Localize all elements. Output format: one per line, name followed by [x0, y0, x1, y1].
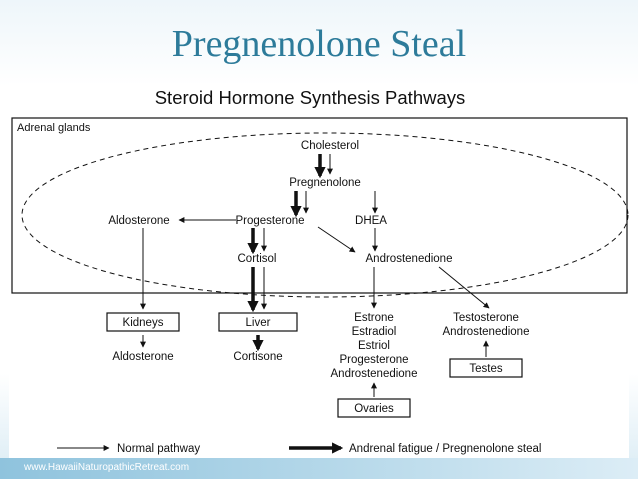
- pathway-diagram: Steroid Hormone Synthesis Pathways Adren…: [11, 87, 629, 455]
- footer-band: [0, 458, 638, 479]
- node-progesterone: Progesterone: [235, 215, 304, 227]
- pathway-figure: Steroid Hormone Synthesis Pathways Adren…: [9, 83, 629, 458]
- node-liver: Liver: [246, 317, 271, 329]
- arrow-progesterone-androstenedione: [317, 226, 356, 253]
- legend-steal-label: Andrenal fatigue / Pregnenolone steal: [349, 443, 541, 455]
- node-ovaries: Ovaries: [354, 403, 394, 415]
- node-cortisone: Cortisone: [233, 351, 282, 363]
- kidneys-box: [106, 312, 180, 332]
- node-aldosterone-out: Aldosterone: [112, 351, 173, 363]
- figure-title: Steroid Hormone Synthesis Pathways: [155, 87, 466, 108]
- node-dhea: DHEA: [355, 215, 387, 227]
- node-testes: Testes: [469, 363, 502, 375]
- ovaries-box: [337, 398, 411, 418]
- footer-url: www.HawaiiNaturopathicRetreat.com: [24, 462, 190, 473]
- ovary-output-item: Androstenedione: [331, 368, 418, 380]
- node-pregnenolone: Pregnenolone: [289, 177, 361, 189]
- node-aldosterone-adrenal: Aldosterone: [108, 215, 169, 227]
- testes-output-item: Androstenedione: [443, 326, 530, 338]
- slide-title: Pregnenolone Steal: [171, 23, 467, 65]
- testes-box: [449, 358, 523, 378]
- liver-box: [218, 312, 298, 332]
- adrenal-region-box: [11, 117, 628, 294]
- node-androstenedione: Androstenedione: [366, 253, 453, 265]
- adrenal-ellipse: [21, 132, 629, 298]
- ovary-output-item: Estriol: [358, 340, 390, 352]
- legend-normal-label: Normal pathway: [117, 443, 200, 455]
- node-cholesterol: Cholesterol: [301, 140, 359, 152]
- testes-output-item: Testosterone: [453, 312, 519, 324]
- adrenal-region-label: Adrenal glands: [17, 122, 91, 134]
- ovary-output-item: Progesterone: [339, 354, 408, 366]
- ovary-output-item: Estrone: [354, 312, 394, 324]
- ovary-output-item: Estradiol: [352, 326, 397, 338]
- node-kidneys: Kidneys: [123, 317, 164, 329]
- arrow-androstenedione-testes: [438, 266, 490, 309]
- node-cortisol: Cortisol: [238, 253, 277, 265]
